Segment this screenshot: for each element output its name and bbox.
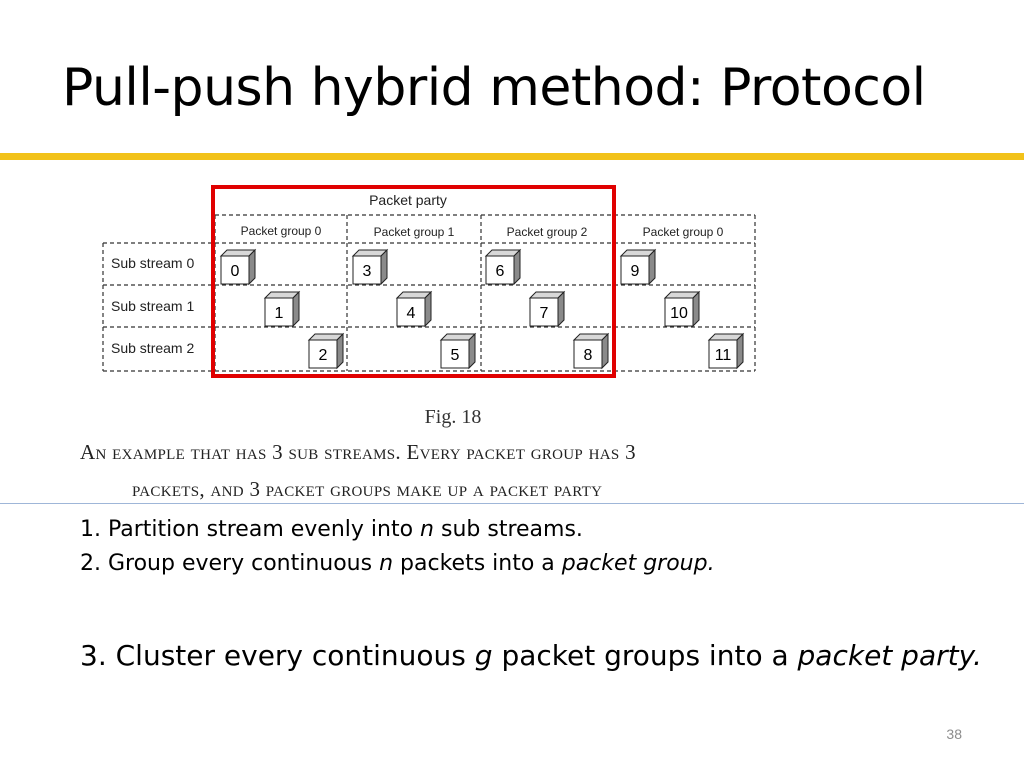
step-3-term: packet party. (797, 639, 982, 672)
packet-cube: 0 (219, 248, 257, 286)
step-3-mid: packet groups into a (492, 639, 798, 672)
packet-party-label: Packet party (369, 192, 447, 208)
step-3: 3. Cluster every continuous g packet gro… (80, 636, 1010, 676)
group-header: Packet group 0 (643, 225, 724, 239)
packet-cube: 9 (619, 248, 657, 286)
packet-cube: 5 (439, 332, 477, 370)
step-2-term: packet group. (561, 551, 715, 576)
step-1: 1. Partition stream evenly into n sub st… (80, 517, 583, 542)
group-header: Packet group 0 (241, 224, 322, 238)
packet-number: 3 (363, 263, 372, 280)
packet-number: 4 (407, 305, 416, 322)
figure-number: Fig. 18 (424, 406, 482, 428)
packet-cube: 8 (572, 332, 610, 370)
title-underline (0, 153, 1024, 160)
packet-party-highlight (211, 185, 616, 378)
packet-cube: 6 (484, 248, 522, 286)
step-2-mid: packets into a (393, 551, 562, 576)
packet-number: 10 (670, 305, 688, 322)
step-2: 2. Group every continuous n packets into… (80, 551, 715, 576)
packet-number: 11 (715, 347, 732, 364)
slide-title: Pull-push hybrid method: Protocol (62, 58, 926, 118)
packet-number: 0 (231, 263, 240, 280)
packet-cube: 1 (263, 290, 301, 328)
step-3-text: 3. Cluster every continuous (80, 639, 475, 672)
packet-party-diagram: Packet party Packet group 0 Packet group… (102, 185, 756, 378)
step-1-text: 1. Partition stream evenly into (80, 517, 421, 542)
packet-number: 6 (496, 263, 505, 280)
step-3-variable: g (474, 639, 493, 672)
figure-caption-line1: An example that has 3 sub streams. Every… (80, 440, 636, 464)
packet-number: 8 (584, 347, 593, 364)
packet-cube: 2 (307, 332, 345, 370)
stream-label: Sub stream 0 (111, 255, 194, 271)
step-1-suffix: sub streams. (434, 517, 583, 542)
packet-number: 1 (275, 305, 284, 322)
separator (0, 503, 1024, 504)
figure-caption-line2: packets, and 3 packet groups make up a p… (132, 477, 603, 501)
packet-number: 5 (451, 347, 460, 364)
packet-number: 2 (319, 347, 328, 364)
group-header: Packet group 1 (374, 225, 455, 239)
packet-number: 7 (540, 305, 549, 322)
packet-cube: 4 (395, 290, 433, 328)
page-number: 38 (946, 726, 962, 742)
group-header: Packet group 2 (507, 225, 588, 239)
stream-label: Sub stream 2 (111, 340, 194, 356)
packet-number: 9 (631, 263, 640, 280)
step-2-text: 2. Group every continuous (80, 551, 380, 576)
packet-cube: 11 (707, 332, 745, 370)
packet-cube: 7 (528, 290, 566, 328)
step-2-variable: n (379, 551, 394, 576)
step-1-variable: n (420, 517, 434, 542)
stream-label: Sub stream 1 (111, 298, 194, 314)
packet-cube: 10 (663, 290, 701, 328)
packet-cube: 3 (351, 248, 389, 286)
